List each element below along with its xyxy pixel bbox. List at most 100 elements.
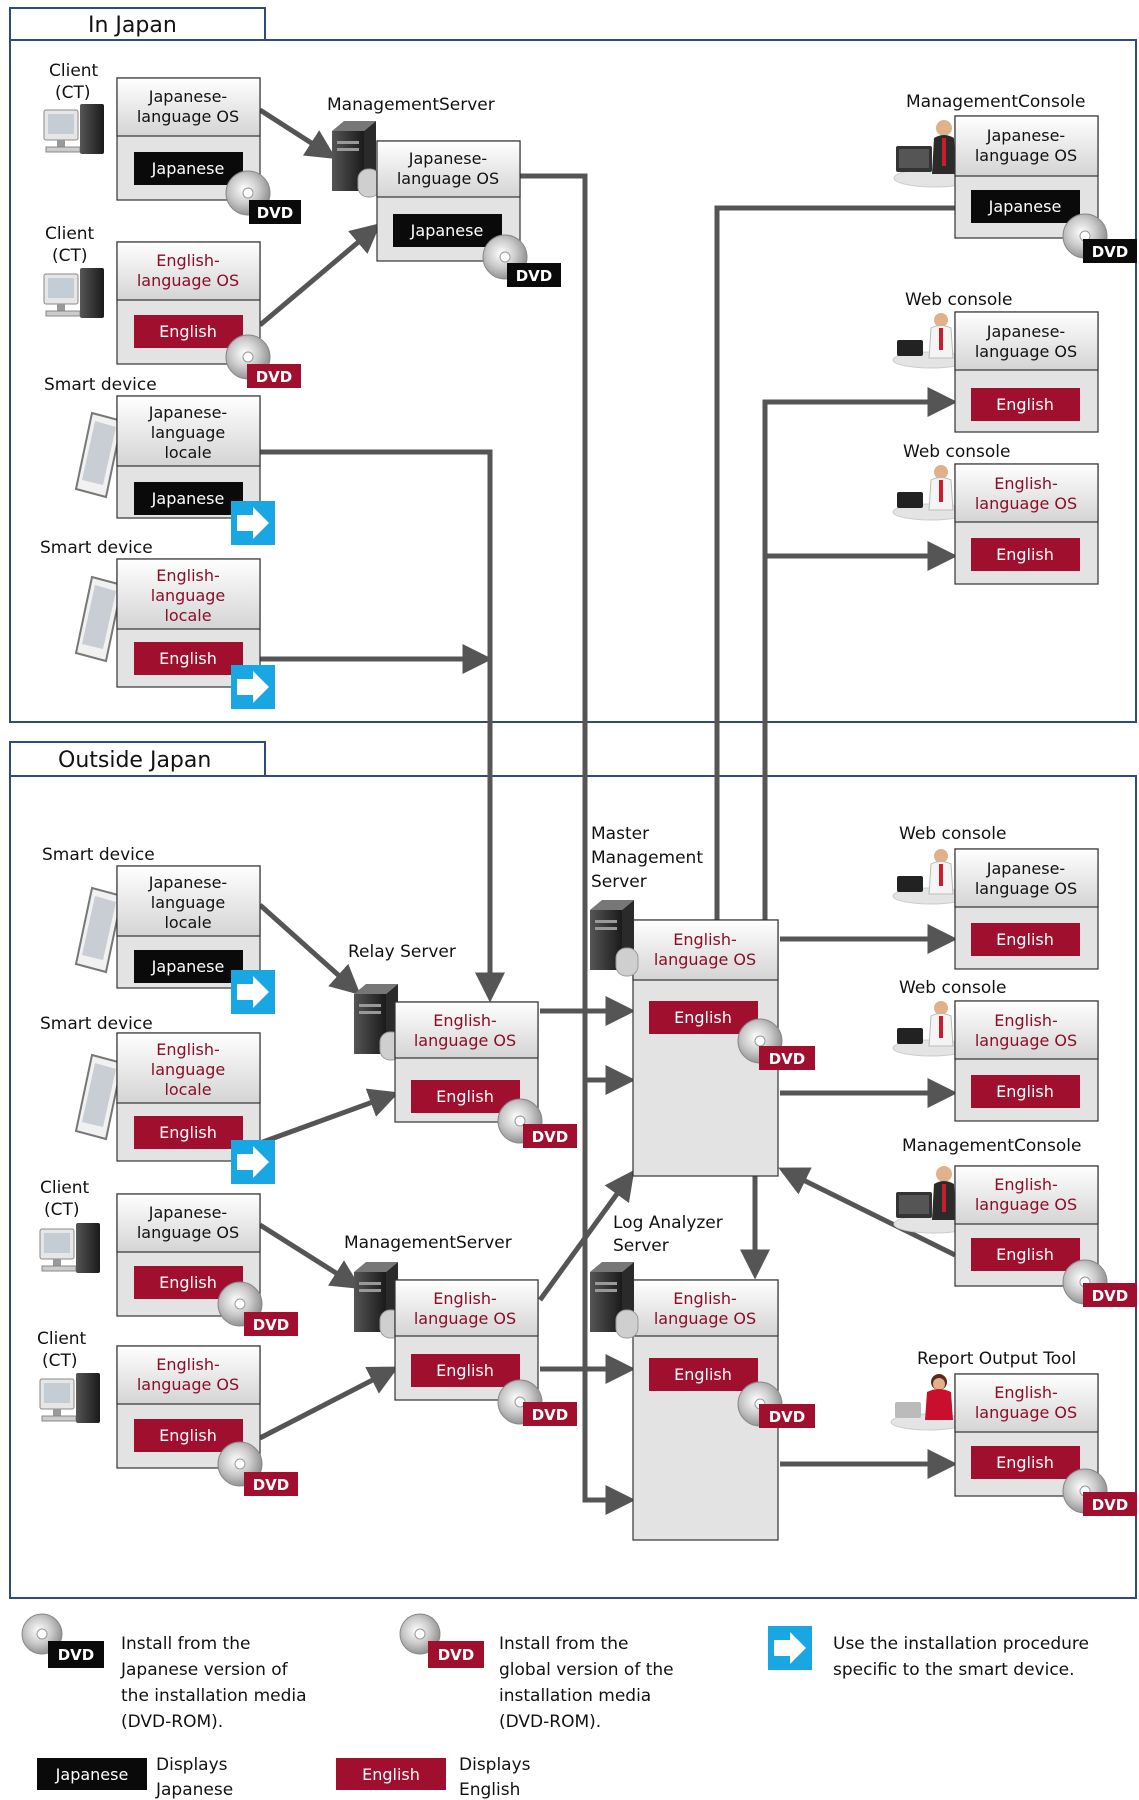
dvd-global-badge: [244, 1472, 298, 1496]
english-bar-label: English: [674, 1008, 732, 1027]
management-console-label: ManagementConsole: [906, 92, 1085, 112]
english-display-bar: [971, 1075, 1080, 1108]
dvd-label: DVD: [516, 267, 553, 285]
smart-device-label: Smart device: [40, 1014, 153, 1034]
os-line1: Japanese-: [986, 322, 1065, 341]
section-in-japan-box: [9, 39, 1137, 723]
legend-global-dvd-line2: global version of the: [499, 1660, 674, 1680]
web-console-label: Web console: [899, 978, 1006, 998]
smart-device-jp-2: Smart device English- language locale En…: [40, 538, 275, 709]
japanese-bar-label: Japanese: [151, 489, 225, 508]
client-label: Client: [49, 61, 99, 81]
dvd-global-badge: [244, 1312, 298, 1336]
locale-line2: language: [151, 586, 226, 605]
english-display-bar: [134, 642, 243, 675]
smart-device-locale-panel: [116, 1032, 261, 1104]
locale-line1: English-: [156, 566, 220, 585]
english-bar-label: English: [362, 1765, 420, 1784]
console-os-panel: [954, 1000, 1099, 1060]
os-line1: English-: [156, 251, 220, 270]
arrow-smart3-to-relay: [258, 903, 361, 996]
section-in-japan-tab: [9, 7, 266, 41]
locale-line3: locale: [164, 913, 211, 932]
client-ct-out-1: Client (CT) Japanese- language OS Englis…: [39, 1178, 298, 1336]
dvd-global-badge: [1083, 1492, 1137, 1516]
log-label-line1: Log Analyzer: [613, 1213, 723, 1233]
english-bar-label: English: [996, 1453, 1054, 1472]
english-bar-label: English: [159, 1123, 217, 1142]
english-bar-label: English: [996, 545, 1054, 564]
locale-line2: language: [151, 1060, 226, 1079]
locale-line3: locale: [164, 606, 211, 625]
os-line2: language OS: [975, 342, 1077, 361]
japanese-display-bar: [134, 152, 243, 185]
smart-device-label: Smart device: [40, 538, 153, 558]
management-server-label: ManagementServer: [344, 1233, 512, 1253]
os-line1: English-: [994, 474, 1058, 493]
os-line2: language OS: [975, 1195, 1077, 1214]
smart-device-label: Smart device: [42, 845, 155, 865]
console-os-panel: [954, 115, 1099, 177]
english-display-bar: [971, 388, 1080, 421]
master-management-server: Master Management Server English- langua…: [589, 824, 815, 1177]
web-console-label: Web console: [903, 442, 1010, 462]
client-ct-out-2: Client (CT) English- language OS English…: [37, 1329, 298, 1496]
dvd-label: DVD: [769, 1050, 806, 1068]
os-line1: Japanese-: [148, 87, 227, 106]
japanese-bar-label: Japanese: [151, 159, 225, 178]
dvd-global-badge: [523, 1124, 577, 1148]
management-server-out: ManagementServer English- language OS En…: [344, 1233, 577, 1426]
legend-english-line1: Displays: [459, 1755, 531, 1775]
web-console-out-2: Web console English- language OS English: [892, 978, 1099, 1122]
console-os-panel: [954, 1165, 1099, 1225]
dvd-label: DVD: [1092, 1496, 1129, 1514]
dvd-label: DVD: [253, 1316, 290, 1334]
legend-jp-dvd-line2: Japanese version of: [120, 1660, 289, 1680]
legend-global-dvd: DVD Install from the global version of t…: [399, 1613, 674, 1732]
english-display-bar: [134, 1419, 243, 1452]
legend-jp-dvd-line1: Install from the: [121, 1634, 250, 1654]
smart-device-locale-panel: [116, 558, 261, 630]
legend-japanese-bar: Japanese Displays Japanese: [37, 1755, 233, 1800]
smart-device-procedure-icon: [231, 1140, 275, 1184]
dvd-label: DVD: [532, 1128, 569, 1146]
console-os-panel: [954, 1373, 1099, 1433]
dvd-global-badge: [428, 1641, 484, 1668]
arrow-mgmt-to-master-2: [537, 1169, 635, 1302]
english-bar-label: English: [996, 930, 1054, 949]
os-line1: English-: [433, 1289, 497, 1308]
web-console-jp-1: Web console Japanese- language OS Englis…: [892, 290, 1099, 433]
server-os-panel: [632, 1279, 779, 1337]
locale-line2: language: [151, 893, 226, 912]
client-label: Client: [45, 224, 95, 244]
english-display-bar: [971, 923, 1080, 956]
os-line1: English-: [433, 1011, 497, 1030]
dvd-jp-badge: [507, 263, 561, 287]
client-os-panel: [116, 77, 261, 137]
dvd-label: DVD: [256, 368, 293, 386]
dvd-jp-badge: [1083, 239, 1137, 263]
os-line1: English-: [994, 1175, 1058, 1194]
english-bar-label: English: [159, 1273, 217, 1292]
english-display-bar: [134, 315, 243, 348]
log-analyzer-server: Log Analyzer Server English- language OS…: [589, 1213, 815, 1541]
section-outside-japan-tab: [9, 741, 266, 777]
dvd-jp-badge: [48, 1641, 104, 1668]
english-bar-label: English: [996, 1245, 1054, 1264]
client-os-panel: [116, 241, 261, 301]
dvd-global-badge: [759, 1046, 815, 1070]
japanese-bar-label: Japanese: [55, 1765, 129, 1784]
english-display-bar: [971, 1238, 1080, 1271]
management-console-jp: ManagementConsole Japanese- language OS …: [893, 92, 1137, 263]
japanese-display-bar: [393, 214, 502, 247]
smart-device-out-2: Smart device English- language locale En…: [40, 1014, 275, 1184]
english-display-bar: [411, 1080, 520, 1113]
master-label-line1: Master: [591, 824, 649, 844]
os-line2: language OS: [414, 1031, 516, 1050]
client-ct-jp-2: Client (CT) English- language OS English…: [43, 224, 301, 388]
server-os-panel: [394, 1001, 539, 1059]
client-os-panel: [116, 1345, 261, 1405]
os-line1: English-: [673, 930, 737, 949]
english-bar-label: English: [996, 1082, 1054, 1101]
